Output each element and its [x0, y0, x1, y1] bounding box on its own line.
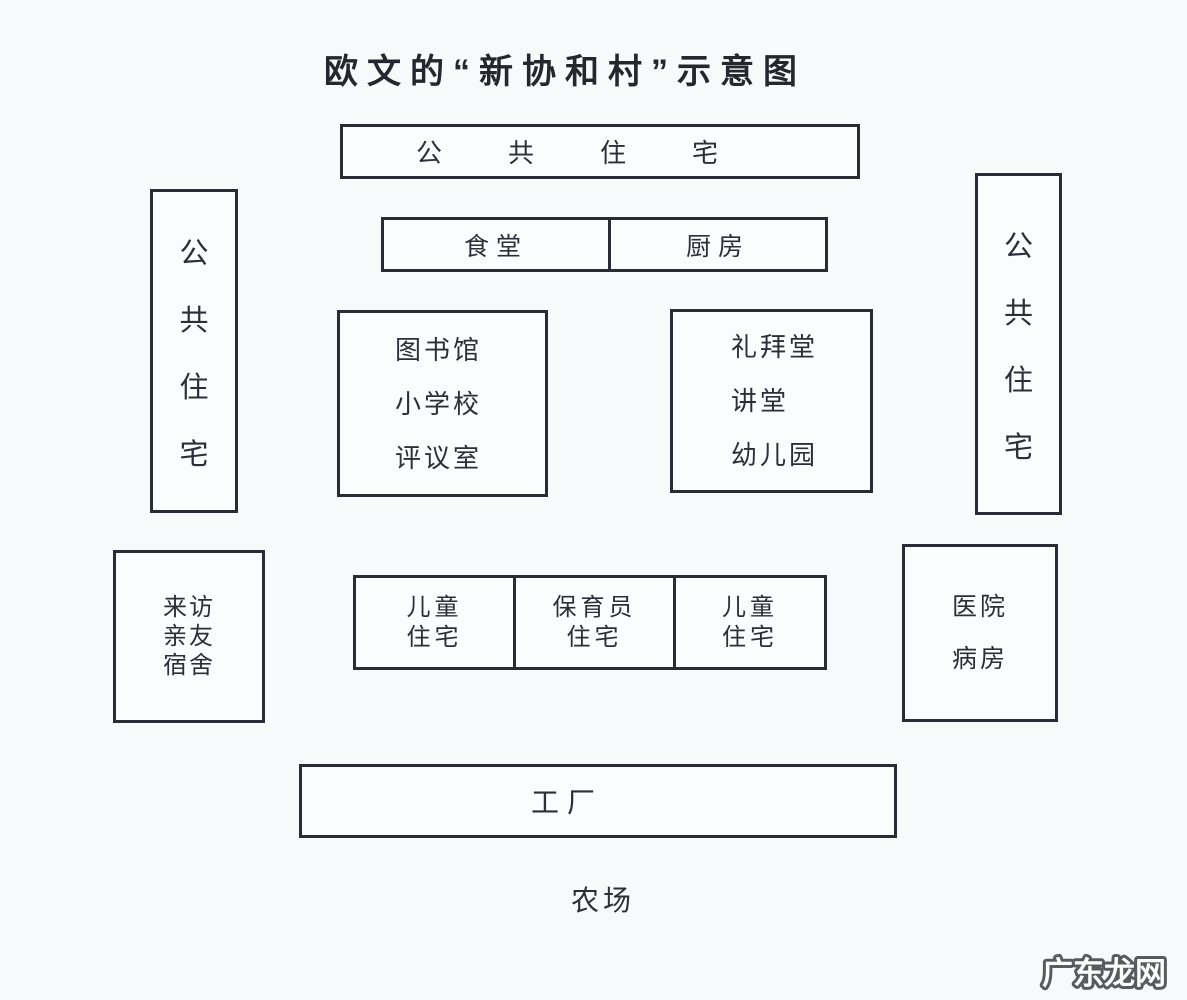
ward-label: 病房 [951, 645, 1008, 673]
hospital-ward-box: 医院 病房 [902, 544, 1058, 722]
lecture-hall-label: 讲堂 [731, 386, 790, 416]
cell-line: 儿童 [722, 593, 778, 621]
kitchen-label: 厨房 [685, 232, 750, 261]
cell-line: 住宅 [722, 623, 778, 651]
public-housing-top-box: 公共住宅 [340, 124, 860, 179]
public-housing-left-tower: 公 共 住 宅 [150, 189, 238, 513]
factory-label: 工厂 [530, 787, 603, 818]
children-housing-cell: 儿童 住宅 [676, 578, 824, 667]
cell-line: 住宅 [566, 623, 623, 651]
chapel-label: 礼拜堂 [731, 332, 819, 362]
primary-school-label: 小学校 [395, 388, 483, 419]
cell-line: 儿童 [406, 593, 463, 621]
kitchen-cell: 厨房 [611, 220, 825, 269]
factory-box: 工厂 [299, 764, 897, 838]
visitor-line: 宿舍 [163, 652, 215, 679]
tower-char: 共 [179, 304, 209, 337]
tower-char: 公 [179, 237, 209, 270]
library-school-council-box: 图书馆 小学校 评议室 [337, 310, 548, 497]
watermark-text: 广东龙网 [1042, 956, 1166, 991]
visitor-line: 来访 [163, 594, 215, 621]
watermark: 广东龙网 [1039, 953, 1169, 994]
tower-char: 住 [179, 371, 209, 404]
hospital-label: 医院 [951, 593, 1008, 621]
cell-line: 保育员 [552, 593, 637, 621]
public-housing-top-label: 公共住宅 [415, 138, 784, 168]
tower-char: 宅 [1003, 431, 1033, 464]
cell-line: 住宅 [406, 623, 463, 651]
canteen-cell: 食堂 [384, 220, 611, 269]
library-label: 图书馆 [395, 334, 483, 365]
kindergarten-label: 幼儿园 [731, 440, 819, 470]
canteen-label: 食堂 [463, 232, 528, 261]
tower-char: 共 [1003, 297, 1033, 330]
tower-char: 宅 [179, 438, 209, 471]
canteen-kitchen-box: 食堂 厨房 [381, 217, 828, 272]
chapel-lecture-kindergarten-box: 礼拜堂 讲堂 幼儿园 [670, 309, 873, 493]
diagram-title: 欧文的“新协和村”示意图 [324, 53, 806, 91]
tower-char: 公 [1003, 230, 1033, 263]
tower-char: 住 [1003, 364, 1033, 397]
visitor-line: 亲友 [163, 623, 215, 650]
children-housing-cell: 儿童 住宅 [356, 578, 516, 667]
visitor-dormitory-box: 来访 亲友 宿舍 [113, 550, 265, 723]
children-housing-row-box: 儿童 住宅 保育员 住宅 儿童 住宅 [353, 575, 827, 670]
council-room-label: 评议室 [395, 442, 483, 473]
public-housing-right-tower: 公 共 住 宅 [975, 173, 1062, 515]
nursery-worker-housing-cell: 保育员 住宅 [516, 578, 676, 667]
farm-label: 农场 [570, 885, 635, 916]
